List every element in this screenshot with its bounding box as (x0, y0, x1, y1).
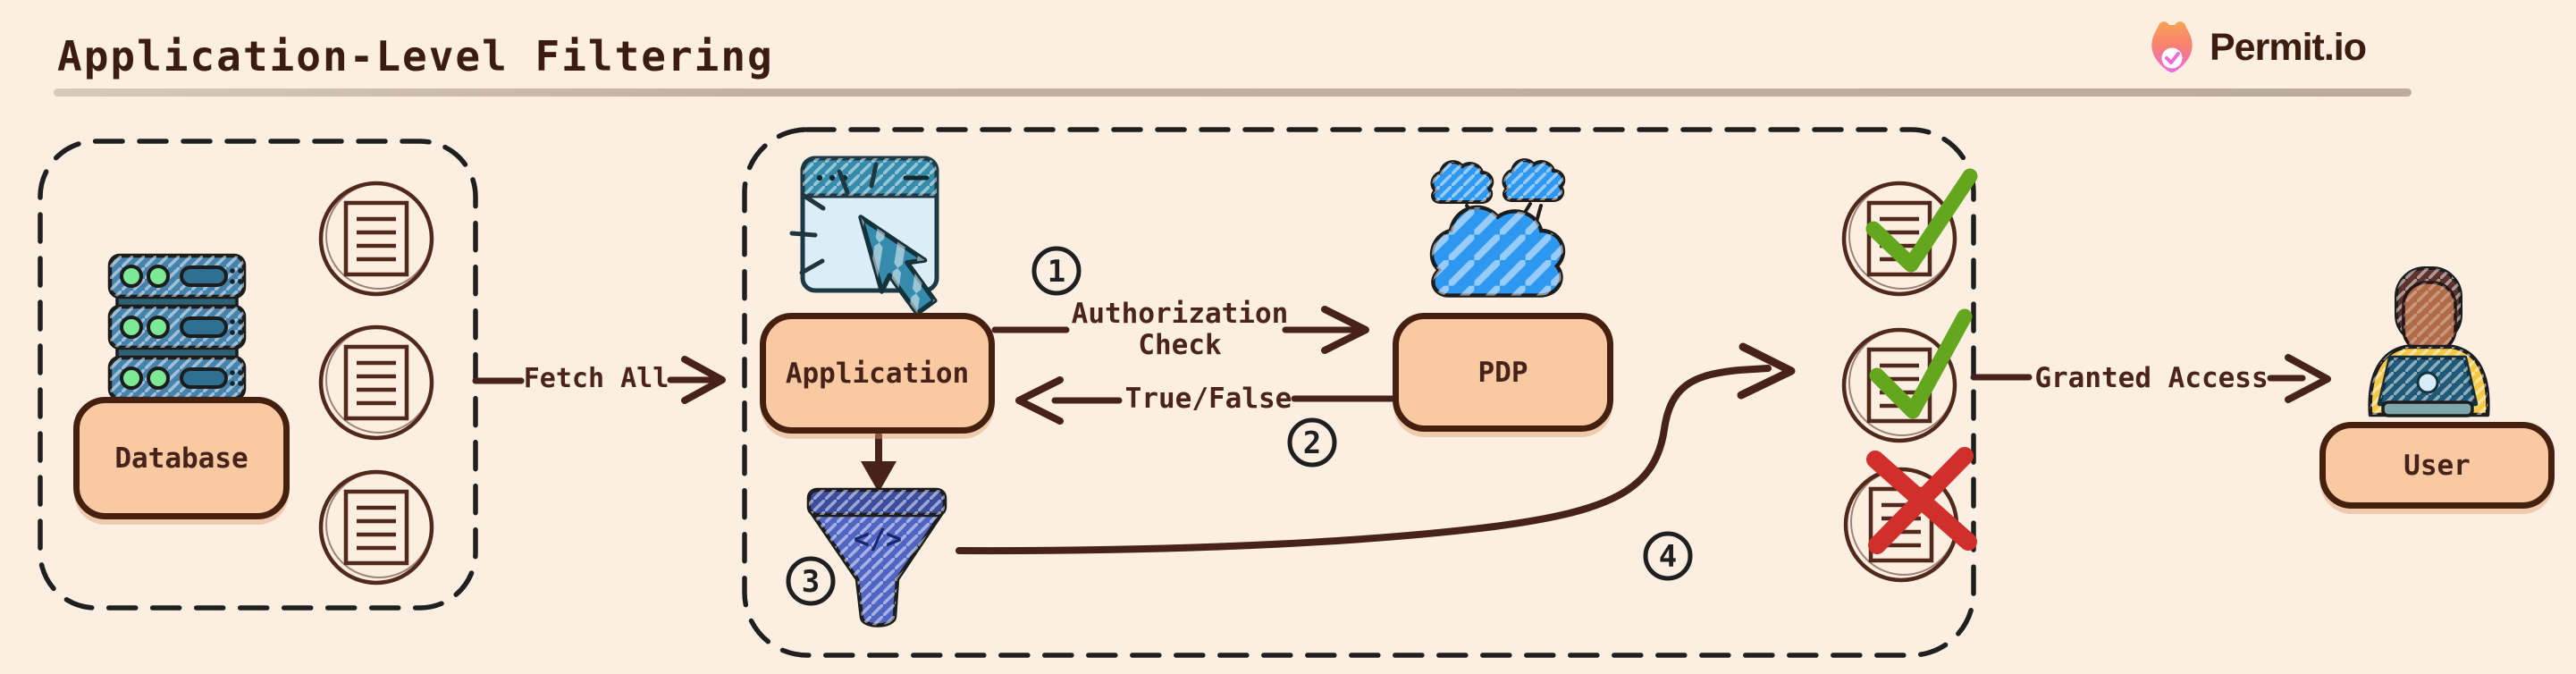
check-icon (1869, 308, 1973, 419)
authorization-check-label: Authorization Check (1071, 298, 1289, 361)
cross-icon (1866, 447, 1977, 554)
cursor-icon (789, 162, 938, 316)
granted-access-label: Granted Access (2034, 362, 2269, 394)
document-icon (321, 183, 432, 294)
user-node: User (2319, 422, 2555, 509)
brand-logo: Permit.io (2147, 20, 2367, 75)
document-icon (321, 327, 432, 438)
svg-text:</>: </> (854, 524, 902, 555)
true-false-arrow (1015, 376, 1396, 425)
step-1-badge: 1 (1031, 246, 1082, 296)
brand-name: Permit.io (2210, 25, 2367, 69)
application-node: Application (760, 313, 995, 434)
document-denied-icon (1846, 447, 1977, 580)
granted-access-arrow (1970, 354, 2331, 403)
fetch-all-label: Fetch All (523, 363, 669, 394)
svg-text:4: 4 (1659, 539, 1677, 575)
pdp-node: PDP (1393, 313, 1613, 432)
user-label: User (2403, 449, 2471, 482)
svg-text:2: 2 (1303, 425, 1321, 461)
true-false-label: True/False (1124, 383, 1292, 415)
step-3-badge: 3 (786, 556, 836, 606)
fetch-all-arrow (472, 356, 726, 404)
document-allowed-icon (1844, 308, 1973, 441)
step-2-badge: 2 (1287, 417, 1337, 468)
document-icon (321, 472, 432, 583)
filter-funnel-icon: </> (806, 487, 947, 628)
page-title: Application-Level Filtering (57, 32, 774, 80)
pdp-label: PDP (1477, 356, 1528, 389)
database-label: Database (114, 442, 248, 475)
application-label: Application (785, 357, 970, 390)
svg-text:3: 3 (802, 564, 820, 600)
app-to-funnel-arrow (861, 432, 897, 493)
user-avatar (2368, 266, 2490, 417)
server-icon (107, 253, 247, 401)
document-allowed-icon (1844, 168, 1978, 294)
database-node: Database (73, 397, 290, 519)
database-group-box (38, 139, 478, 611)
permit-logo-icon (2151, 21, 2193, 72)
cloud-icon (1432, 158, 1566, 296)
step-4-badge: 4 (1643, 531, 1693, 581)
svg-text:1: 1 (1048, 254, 1065, 290)
title-underline (54, 88, 2412, 97)
app-window-icon (789, 156, 939, 316)
filtered-results-arrow (955, 342, 1796, 555)
check-icon (1865, 168, 1978, 273)
application-group-box (742, 127, 1976, 658)
auth-check-arrow (991, 306, 1369, 354)
